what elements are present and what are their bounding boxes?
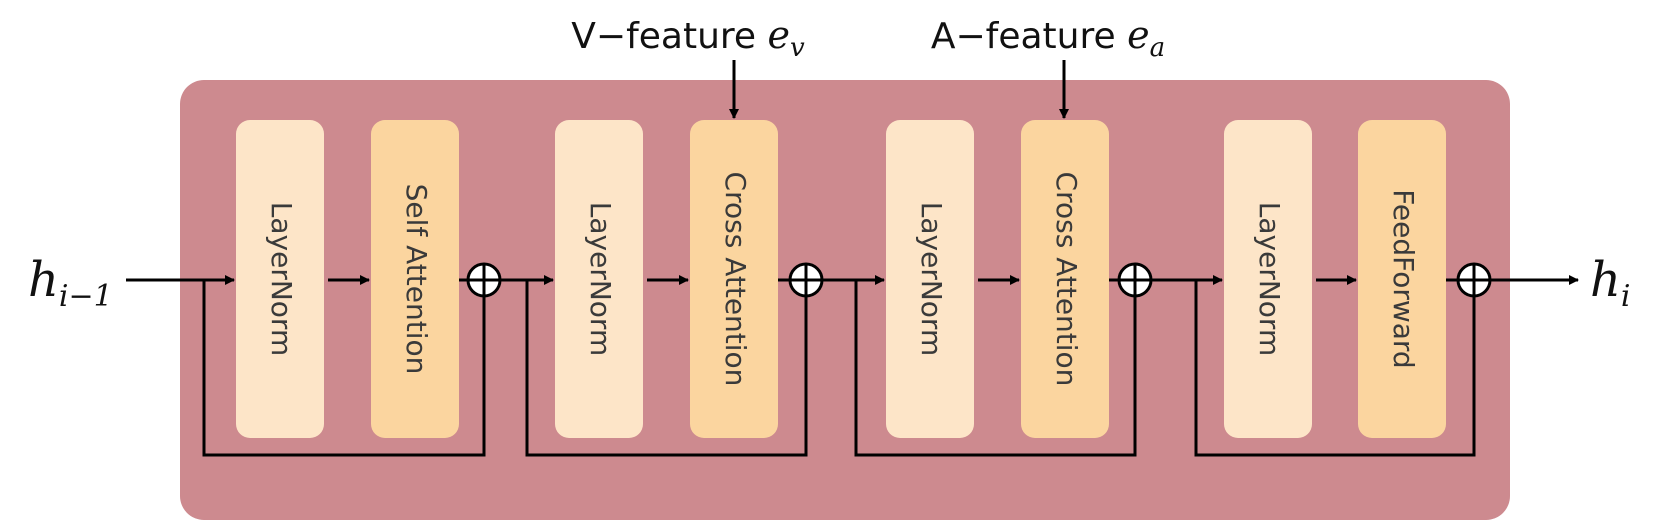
- v-feature-label: V−feature ev: [571, 13, 805, 63]
- residual-connection-1: [202, 280, 486, 457]
- op-label-3: Cross Attention: [1050, 172, 1083, 387]
- layernorm-box-4: [1224, 120, 1312, 438]
- op-box-1: [371, 120, 459, 438]
- op-box-3: [1021, 120, 1109, 438]
- input-hidden-state-label: hi−1: [28, 252, 113, 314]
- op-label-1: Self Attention: [400, 184, 433, 375]
- residual-connection-2: [525, 280, 808, 457]
- op-box-4: [1358, 120, 1446, 438]
- layernorm-box-3: [886, 120, 974, 438]
- output-hidden-state-label: hi: [1590, 252, 1631, 314]
- residual-connection-4: [1194, 280, 1476, 457]
- residual-connection-3: [854, 280, 1137, 457]
- layer-container: [180, 80, 1510, 520]
- layernorm-label-4: LayerNorm: [1253, 202, 1286, 356]
- layernorm-label-1: LayerNorm: [265, 202, 298, 356]
- a-feature-label: A−feature ea: [931, 13, 1165, 63]
- layernorm-label-3: LayerNorm: [915, 202, 948, 356]
- op-box-2: [690, 120, 778, 438]
- layernorm-box-2: [555, 120, 643, 438]
- layernorm-box-1: [236, 120, 324, 438]
- op-label-2: Cross Attention: [719, 172, 752, 387]
- layernorm-label-2: LayerNorm: [584, 202, 617, 356]
- op-label-4: FeedForward: [1387, 189, 1420, 368]
